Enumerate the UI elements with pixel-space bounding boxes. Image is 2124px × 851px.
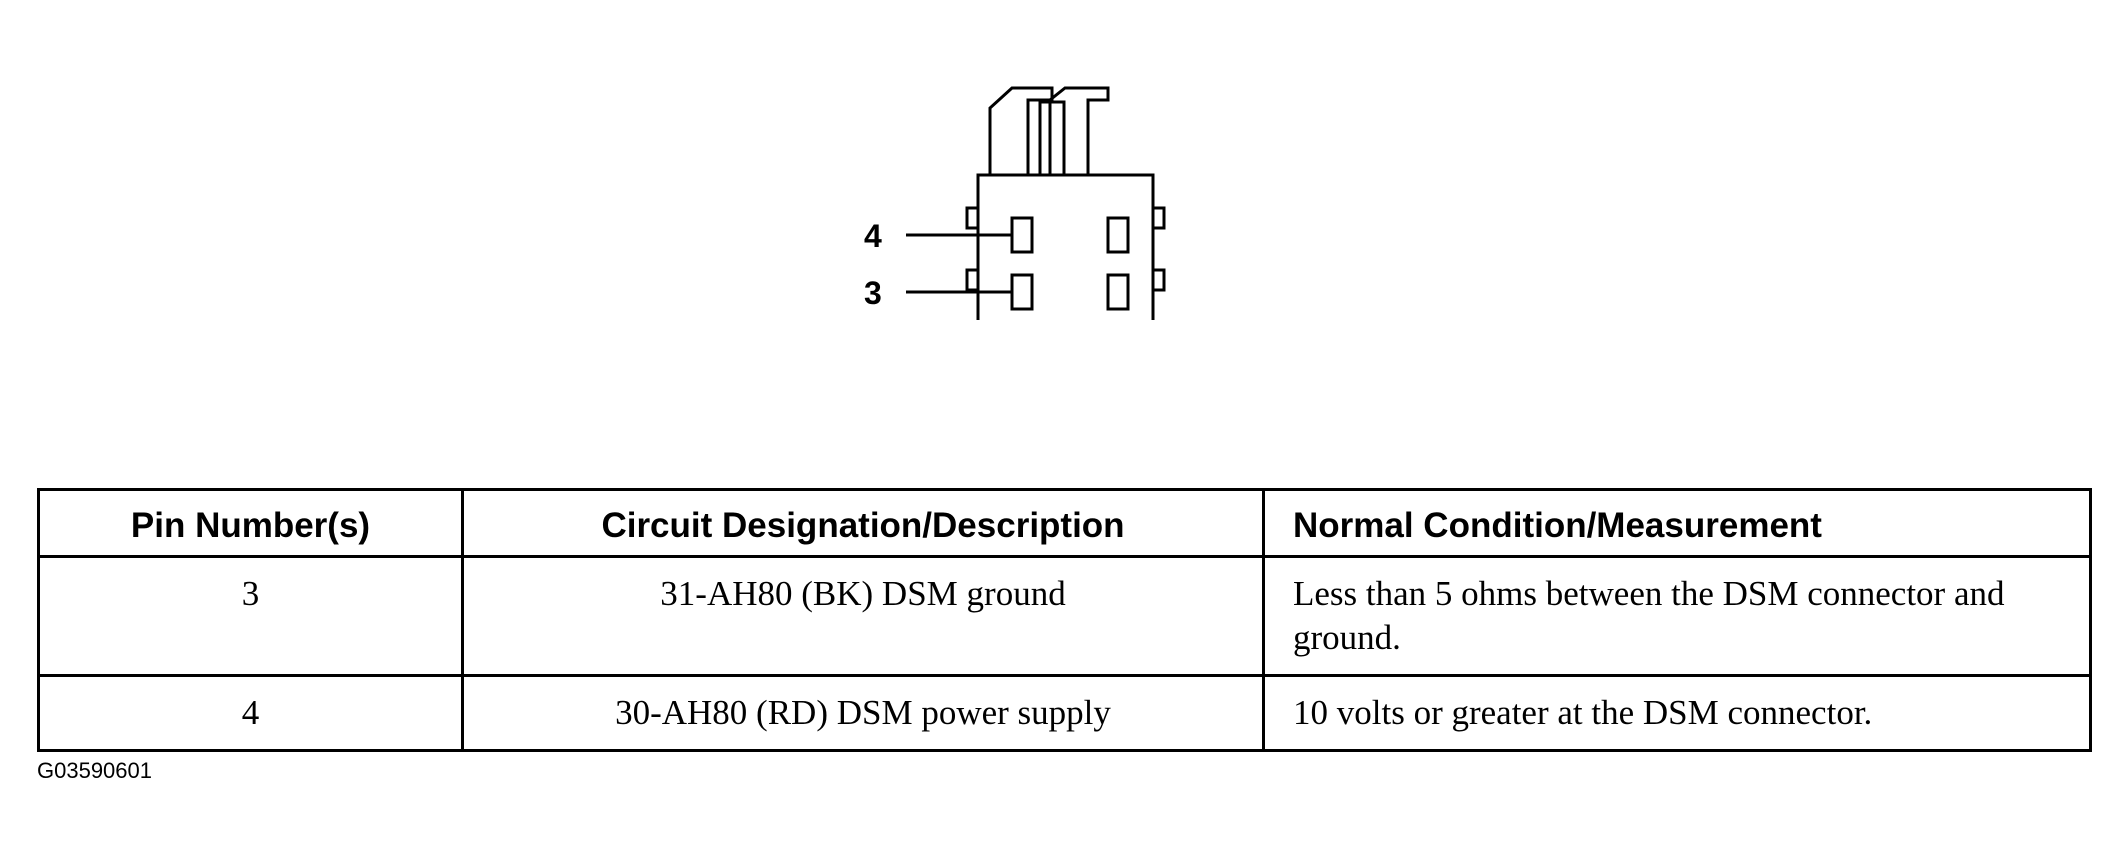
table-header-row: Pin Number(s) Circuit Designation/Descri… — [37, 488, 2092, 558]
connector-center-tab — [1038, 100, 1066, 177]
cell-pin: 4 — [37, 674, 464, 752]
connector-clip-left-bottom — [965, 268, 980, 292]
connector-clip-right-bottom — [1151, 268, 1166, 292]
connector-clip-left-top — [965, 206, 980, 230]
connector-latch-right — [1048, 86, 1110, 175]
table-row: 4 30-AH80 (RD) DSM power supply 10 volts… — [37, 674, 2092, 752]
pin-4-label: 4 — [864, 218, 882, 254]
header-pin-number: Pin Number(s) — [37, 488, 464, 558]
header-circuit: Circuit Designation/Description — [461, 488, 1265, 558]
cell-condition: 10 volts or greater at the DSM connector… — [1262, 674, 2092, 752]
connector-latch-left — [988, 86, 1054, 175]
header-condition: Normal Condition/Measurement — [1262, 488, 2092, 558]
figure-id: G03590601 — [37, 758, 152, 783]
connector-diagram: 4 3 — [864, 86, 1166, 320]
cell-condition: Less than 5 ohms between the DSM connect… — [1262, 555, 2092, 677]
pin-cavity-bottom-right — [1106, 273, 1130, 311]
cell-circuit: 31-AH80 (BK) DSM ground — [461, 555, 1265, 677]
table-row: 3 31-AH80 (BK) DSM ground Less than 5 oh… — [37, 555, 2092, 677]
cell-circuit: 30-AH80 (RD) DSM power supply — [461, 674, 1265, 752]
cell-pin: 3 — [37, 555, 464, 677]
pin-3-cavity — [1010, 273, 1034, 311]
pin-4-cavity — [1010, 216, 1034, 254]
pin-3-label: 3 — [864, 275, 882, 311]
connector-clip-right-top — [1151, 206, 1166, 230]
pin-table: Pin Number(s) Circuit Designation/Descri… — [37, 488, 2092, 752]
pin-cavity-top-right — [1106, 216, 1130, 254]
